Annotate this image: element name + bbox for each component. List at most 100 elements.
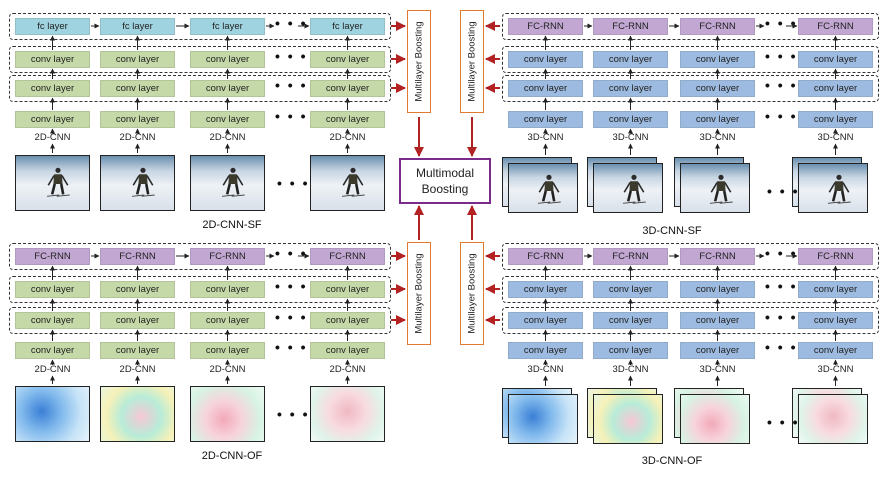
conv-layer: conv layer — [798, 51, 873, 68]
ellipsis: • • • — [275, 77, 308, 93]
conv-layer: conv layer — [508, 51, 583, 68]
cnn-label: 3D-CNN — [612, 364, 649, 375]
caption-2d-cnn-sf: 2D-CNN-SF — [202, 219, 262, 231]
conv-layer: conv layer — [798, 281, 873, 298]
video-frame — [593, 163, 663, 213]
conv-layer: conv layer — [15, 312, 90, 329]
skier-figure — [623, 174, 646, 204]
video-frame — [680, 394, 750, 444]
cnn-label: 2D-CNN — [209, 364, 246, 375]
cnn-label: 2D-CNN — [329, 132, 366, 143]
ellipsis: • • • — [765, 15, 798, 31]
cnn-label: 2D-CNN — [119, 364, 156, 375]
multilayer-boosting-bottom-right: Multilayer Boosting — [460, 242, 484, 345]
skier-figure — [828, 174, 851, 204]
conv-layer: conv layer — [593, 51, 668, 68]
cnn-label: 3D-CNN — [817, 132, 854, 143]
ellipsis: • • • — [275, 15, 308, 31]
ellipsis: • • • — [765, 278, 798, 294]
fc-rnn-layer: FC-RNN — [190, 248, 265, 265]
conv-layer: conv layer — [680, 281, 755, 298]
conv-layer: conv layer — [310, 281, 385, 298]
conv-layer: conv layer — [100, 80, 175, 97]
ellipsis: • • • — [765, 108, 798, 124]
conv-layer: conv layer — [680, 111, 755, 128]
video-frame — [593, 394, 663, 444]
conv-layer: conv layer — [680, 342, 755, 359]
ellipsis: • • • — [765, 339, 798, 355]
conv-layer: conv layer — [190, 111, 265, 128]
ellipsis: • • • — [275, 48, 308, 64]
multimodal-label-line2: Boosting — [421, 182, 469, 196]
conv-layer: conv layer — [593, 281, 668, 298]
layer-row-group — [9, 276, 391, 303]
conv-layer: conv layer — [15, 111, 90, 128]
conv-layer: conv layer — [798, 111, 873, 128]
cnn-label: 2D-CNN — [209, 132, 246, 143]
conv-layer: conv layer — [100, 342, 175, 359]
fc-layer: fc layer — [190, 18, 265, 35]
fc-layer: fc layer — [100, 18, 175, 35]
conv-layer: conv layer — [680, 51, 755, 68]
fc-rnn-layer: FC-RNN — [310, 248, 385, 265]
conv-layer: conv layer — [680, 80, 755, 97]
layer-row-group — [9, 307, 391, 334]
ellipsis: • • • — [765, 309, 798, 325]
layer-row-group — [502, 13, 879, 40]
ellipsis: • • • — [275, 278, 308, 294]
video-frame — [100, 155, 175, 211]
layer-row-group — [9, 13, 391, 40]
conv-layer: conv layer — [100, 111, 175, 128]
conv-layer: conv layer — [100, 312, 175, 329]
conv-layer: conv layer — [15, 281, 90, 298]
fc-rnn-layer: FC-RNN — [508, 18, 583, 35]
conv-layer: conv layer — [680, 312, 755, 329]
fc-rnn-layer: FC-RNN — [798, 18, 873, 35]
ellipsis: • • • — [275, 245, 308, 261]
video-frame — [190, 155, 265, 211]
skier-figure — [47, 167, 70, 197]
layer-row-group — [502, 75, 879, 102]
cnn-label: 2D-CNN — [34, 364, 71, 375]
conv-layer: conv layer — [100, 51, 175, 68]
conv-layer: conv layer — [310, 111, 385, 128]
skier-figure — [222, 167, 245, 197]
conv-layer: conv layer — [310, 342, 385, 359]
fc-rnn-layer: FC-RNN — [593, 248, 668, 265]
cnn-label: 3D-CNN — [817, 364, 854, 375]
multilayer-boosting-top-right: Multilayer Boosting — [460, 10, 484, 113]
layer-row-group — [502, 243, 879, 270]
conv-layer: conv layer — [310, 51, 385, 68]
caption-3d-cnn-of: 3D-CNN-OF — [641, 455, 703, 467]
cnn-label: 2D-CNN — [329, 364, 366, 375]
fc-layer: fc layer — [310, 18, 385, 35]
conv-layer: conv layer — [15, 80, 90, 97]
ellipsis: • • • — [277, 406, 310, 422]
conv-layer: conv layer — [508, 342, 583, 359]
skier-figure — [132, 167, 155, 197]
video-frame — [15, 155, 90, 211]
skier-figure — [710, 174, 733, 204]
ellipsis: • • • — [277, 175, 310, 191]
layer-row-group — [502, 307, 879, 334]
caption-2d-cnn-of: 2D-CNN-OF — [201, 450, 263, 462]
video-frame — [310, 155, 385, 211]
layer-row-group — [9, 46, 391, 73]
ellipsis: • • • — [275, 309, 308, 325]
video-frame — [798, 394, 868, 444]
fc-rnn-layer: FC-RNN — [15, 248, 90, 265]
conv-layer: conv layer — [190, 80, 265, 97]
cnn-label: 2D-CNN — [34, 132, 71, 143]
cnn-label: 3D-CNN — [527, 132, 564, 143]
cnn-label: 3D-CNN — [527, 364, 564, 375]
video-frame — [15, 386, 90, 442]
ellipsis: • • • — [765, 77, 798, 93]
video-frame — [190, 386, 265, 442]
conv-layer: conv layer — [310, 312, 385, 329]
video-frame — [508, 163, 578, 213]
ellipsis: • • • — [767, 414, 800, 430]
conv-layer: conv layer — [508, 312, 583, 329]
ellipsis: • • • — [765, 245, 798, 261]
